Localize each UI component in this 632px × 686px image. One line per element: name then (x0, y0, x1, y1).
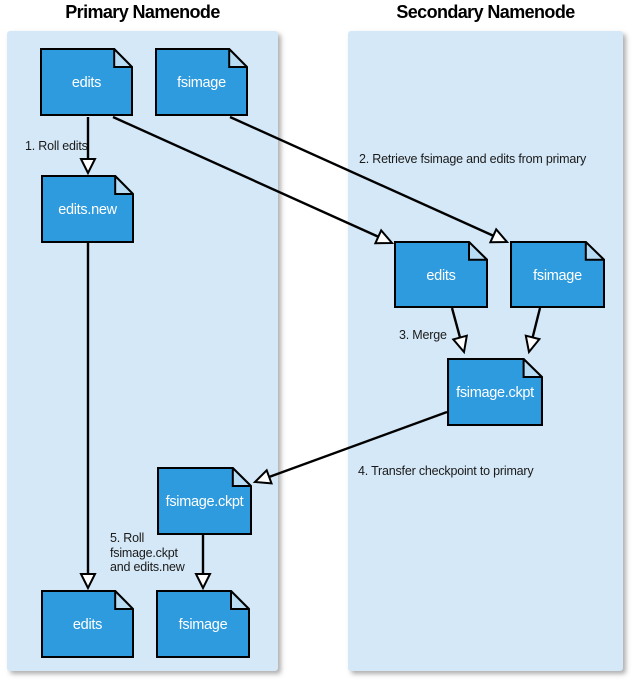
document-icon (155, 48, 248, 116)
step2-label: 2. Retrieve fsimage and edits from prima… (359, 152, 587, 166)
doc-label: edits (72, 617, 103, 633)
step5-label: 5. Roll fsimage.ckpt and edits.new (110, 531, 185, 575)
step3-label: 3. Merge (399, 328, 447, 342)
doc-primary-edits-bottom: edits (41, 590, 134, 658)
doc-primary-fsimage-ckpt: fsimage.ckpt (157, 467, 252, 535)
document-icon (41, 590, 134, 658)
doc-label: fsimage (178, 617, 228, 633)
secondary-namenode-title: Secondary Namenode (396, 2, 575, 22)
step4-label: 4. Transfer checkpoint to primary (358, 464, 534, 478)
doc-primary-edits-new: edits.new (41, 175, 134, 243)
doc-secondary-fsimage-ckpt: fsimage.ckpt (447, 358, 543, 426)
doc-label: edits.new (58, 202, 117, 218)
doc-label: fsimage.ckpt (456, 385, 534, 401)
secondary-namenode-panel (348, 31, 623, 671)
document-icon (40, 48, 133, 116)
doc-label: fsimage (533, 267, 582, 284)
step5-line2: fsimage.ckpt (110, 545, 178, 560)
doc-primary-edits-top: edits (40, 48, 133, 116)
step5-line1: 5. Roll (110, 531, 145, 545)
doc-primary-fsimage-bottom: fsimage (156, 590, 250, 658)
doc-primary-fsimage-top: fsimage (155, 48, 248, 116)
document-icon (157, 467, 252, 535)
doc-secondary-fsimage: fsimage (510, 241, 605, 308)
doc-label: fsimage.ckpt (165, 494, 244, 510)
document-icon (447, 358, 543, 426)
doc-label: fsimage (177, 75, 226, 91)
primary-namenode-title: Primary Namenode (65, 2, 220, 22)
step5-line3: and edits.new (110, 560, 185, 574)
primary-namenode-panel (7, 31, 278, 671)
document-icon (156, 590, 250, 658)
doc-secondary-edits: edits (394, 241, 488, 308)
document-icon (394, 241, 488, 308)
document-icon (510, 241, 605, 308)
step1-label: 1. Roll edits (25, 139, 88, 153)
doc-label: edits (426, 267, 456, 284)
doc-label: edits (71, 75, 102, 91)
